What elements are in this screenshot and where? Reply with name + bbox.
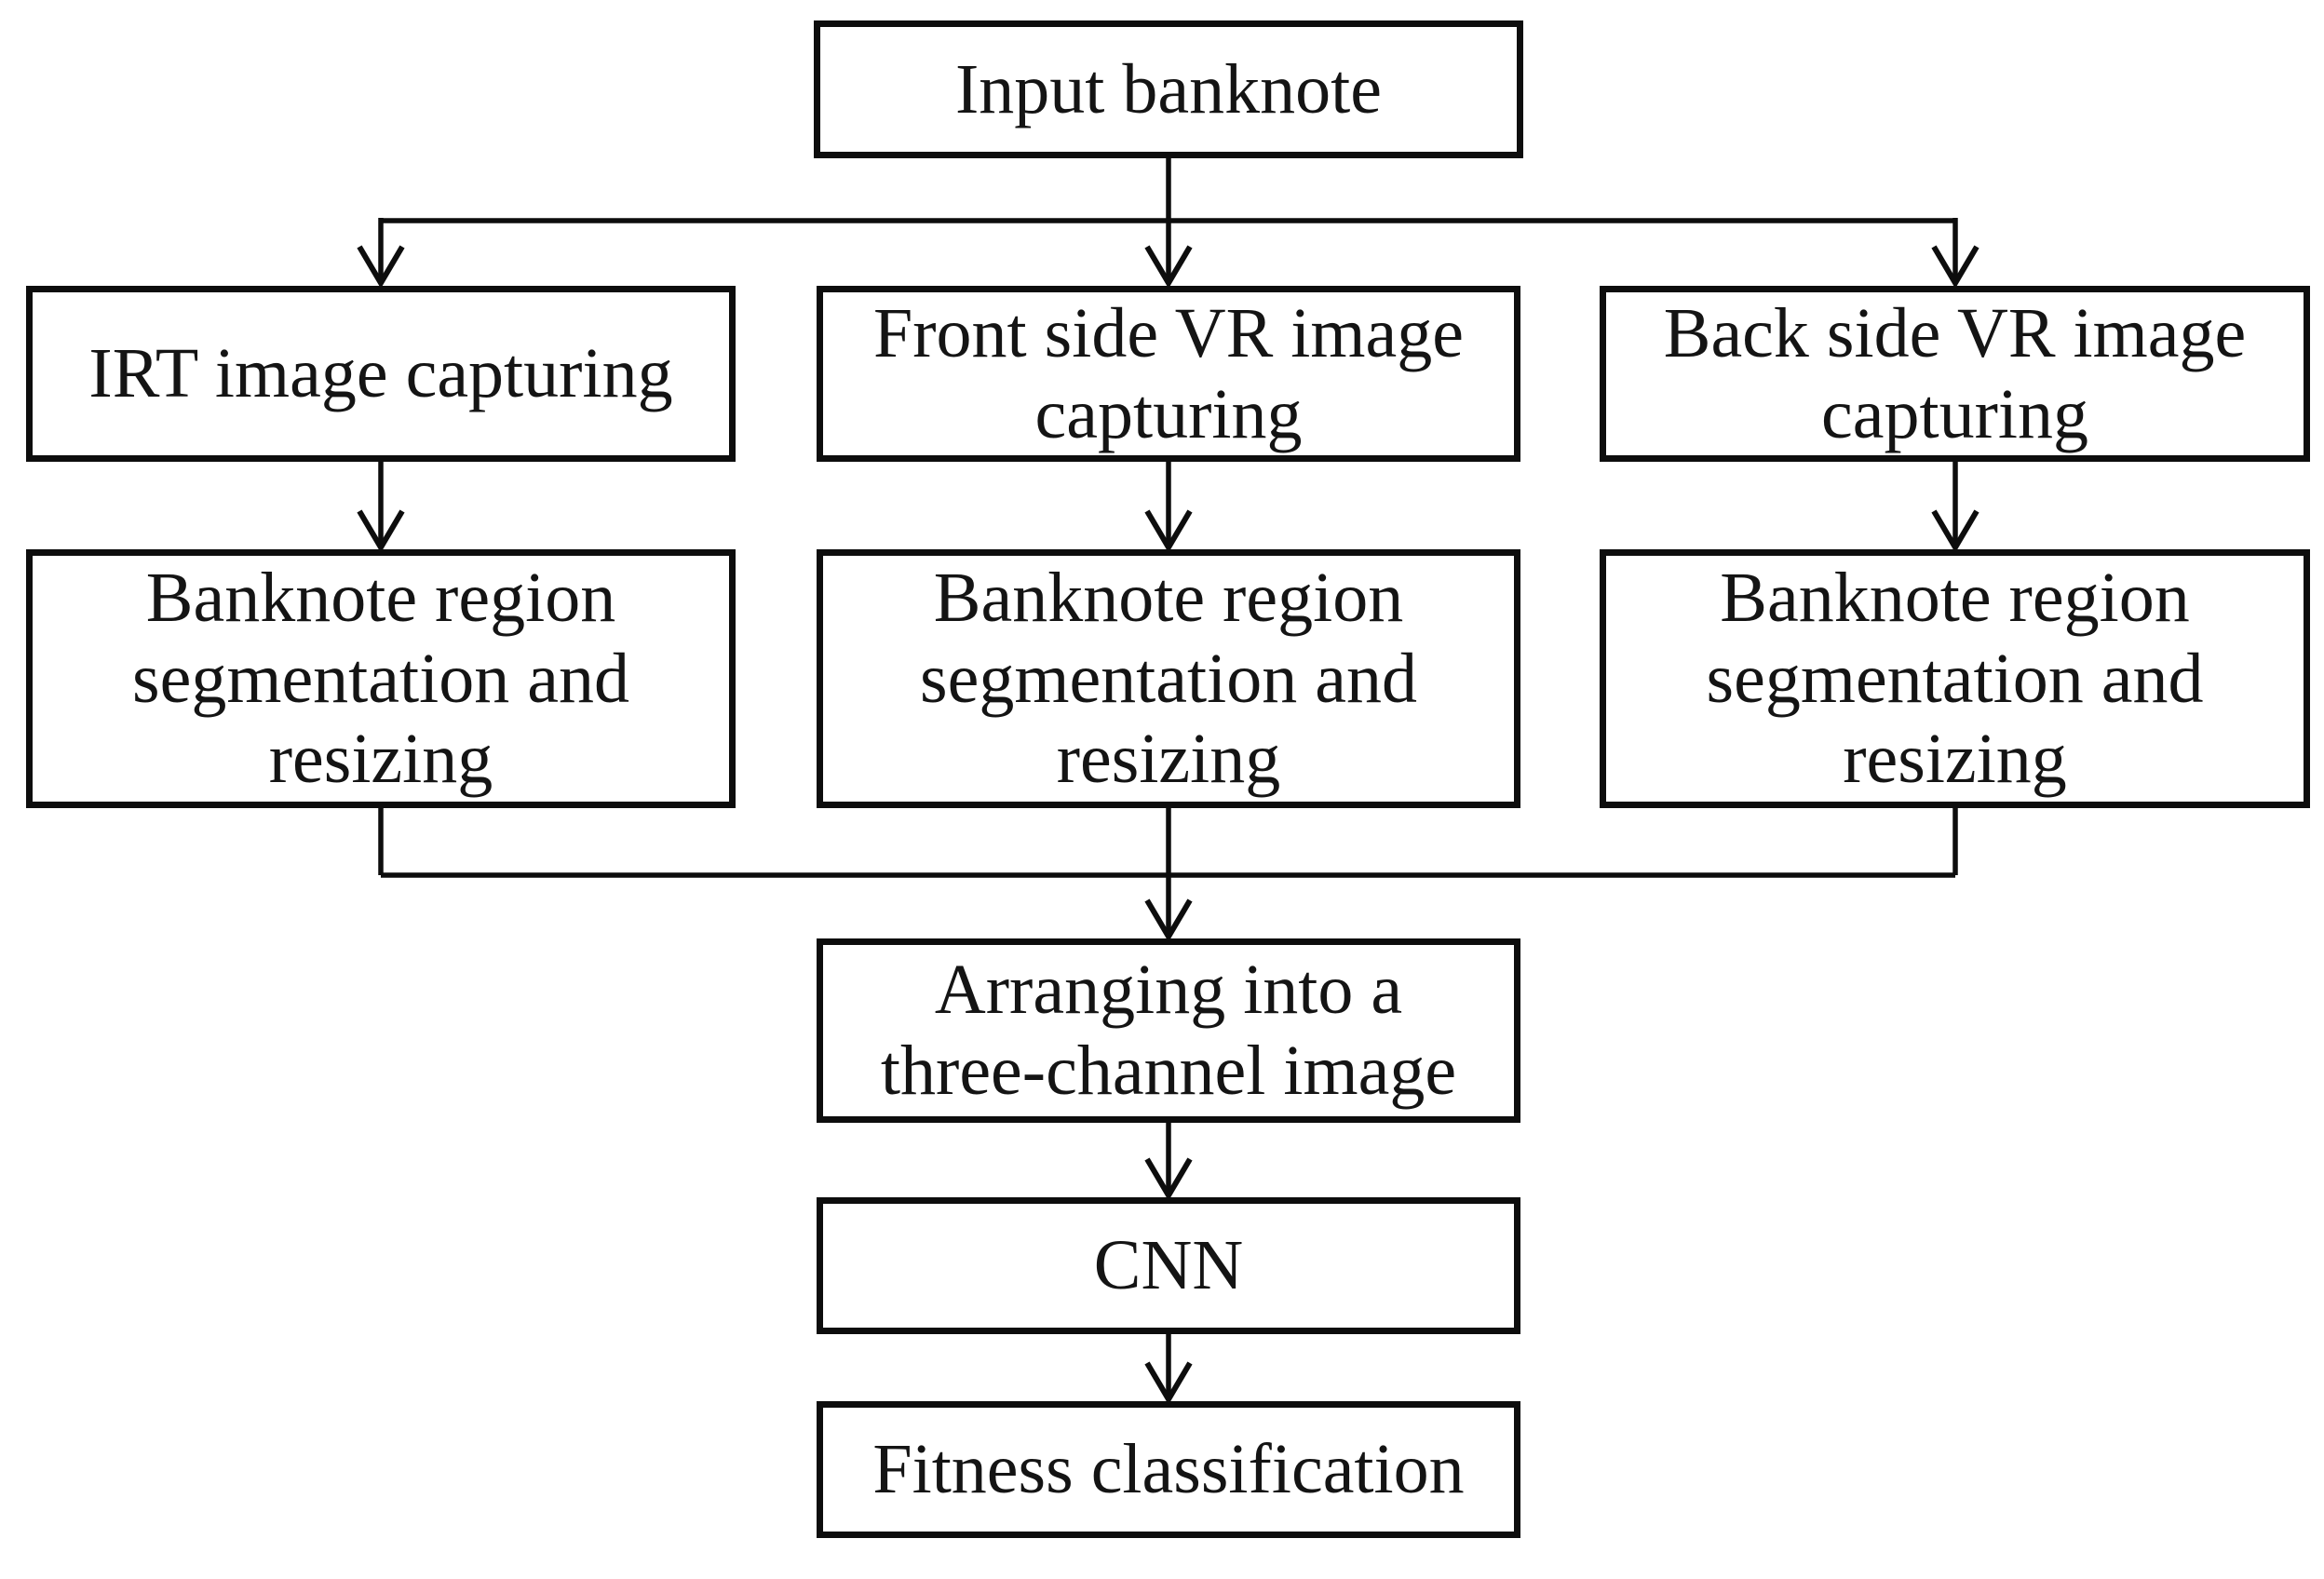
node-label: Arranging into a three-channel image xyxy=(880,951,1457,1110)
node-label: Banknote region segmentation and resizin… xyxy=(920,559,1417,799)
node-label: Front side VR image capturing xyxy=(872,293,1464,453)
arrowhead-icon xyxy=(1931,245,1979,289)
node-segmentation-back: Banknote region segmentation and resizin… xyxy=(1600,549,2310,808)
arrowhead-icon xyxy=(1144,1157,1193,1201)
node-label: IRT image capturing xyxy=(88,334,673,413)
arrowhead-icon xyxy=(1144,898,1193,942)
arrowhead-icon xyxy=(357,245,405,289)
arrowhead-icon xyxy=(1144,1361,1193,1405)
node-irt-image-capturing: IRT image capturing xyxy=(26,286,736,462)
arrowhead-icon xyxy=(357,509,405,553)
node-front-side-vr-capturing: Front side VR image capturing xyxy=(817,286,1520,462)
node-arranging-three-channel: Arranging into a three-channel image xyxy=(817,938,1520,1123)
arrowhead-icon xyxy=(1144,509,1193,553)
node-segmentation-irt: Banknote region segmentation and resizin… xyxy=(26,549,736,808)
node-label: Input banknote xyxy=(954,49,1382,128)
edge-lines xyxy=(378,158,1958,1397)
node-label: Fitness classification xyxy=(872,1430,1465,1509)
node-input-banknote: Input banknote xyxy=(814,20,1523,158)
arrowhead-icon xyxy=(1144,245,1193,289)
node-label: Back side VR image capturing xyxy=(1663,293,2247,453)
node-label: Banknote region segmentation and resizin… xyxy=(132,559,629,799)
arrowhead-icon xyxy=(1931,509,1979,553)
node-fitness-classification: Fitness classification xyxy=(817,1401,1520,1538)
arrowheads xyxy=(357,245,1979,1405)
node-back-side-vr-capturing: Back side VR image capturing xyxy=(1600,286,2310,462)
node-cnn: CNN xyxy=(817,1197,1520,1334)
node-label: Banknote region segmentation and resizin… xyxy=(1706,559,2204,799)
node-label: CNN xyxy=(1093,1226,1244,1305)
node-segmentation-front: Banknote region segmentation and resizin… xyxy=(817,549,1520,808)
